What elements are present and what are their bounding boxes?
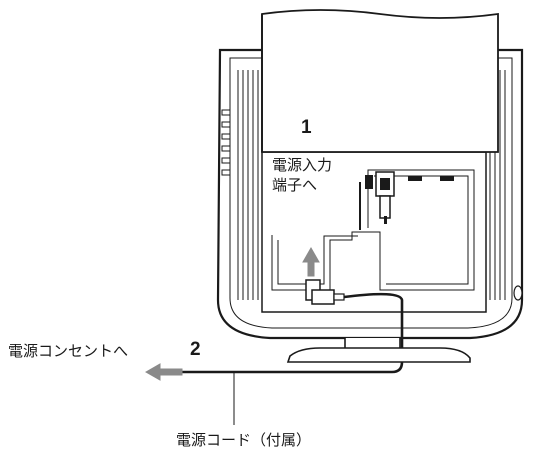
power-input-label-line1: 電源入力	[272, 156, 333, 174]
outlet-arrow	[144, 363, 183, 381]
monitor-stand-base	[286, 347, 471, 363]
monitor-inner-frame	[229, 57, 513, 329]
connector-cover	[261, 9, 499, 153]
lock-slot	[513, 285, 523, 301]
power-input-label-line2: 端子へ	[272, 176, 318, 194]
power-plug	[305, 279, 345, 305]
insert-arrow	[302, 246, 320, 277]
side-buttons	[221, 109, 231, 176]
step-1-number: 1	[301, 117, 312, 138]
power-outlet-label: 電源コンセントへ	[8, 342, 129, 360]
power-cord-label: 電源コード（付属）	[176, 431, 312, 449]
step-2-number: 2	[190, 339, 201, 360]
signal-connectors	[359, 171, 454, 230]
left-vents	[237, 70, 259, 300]
